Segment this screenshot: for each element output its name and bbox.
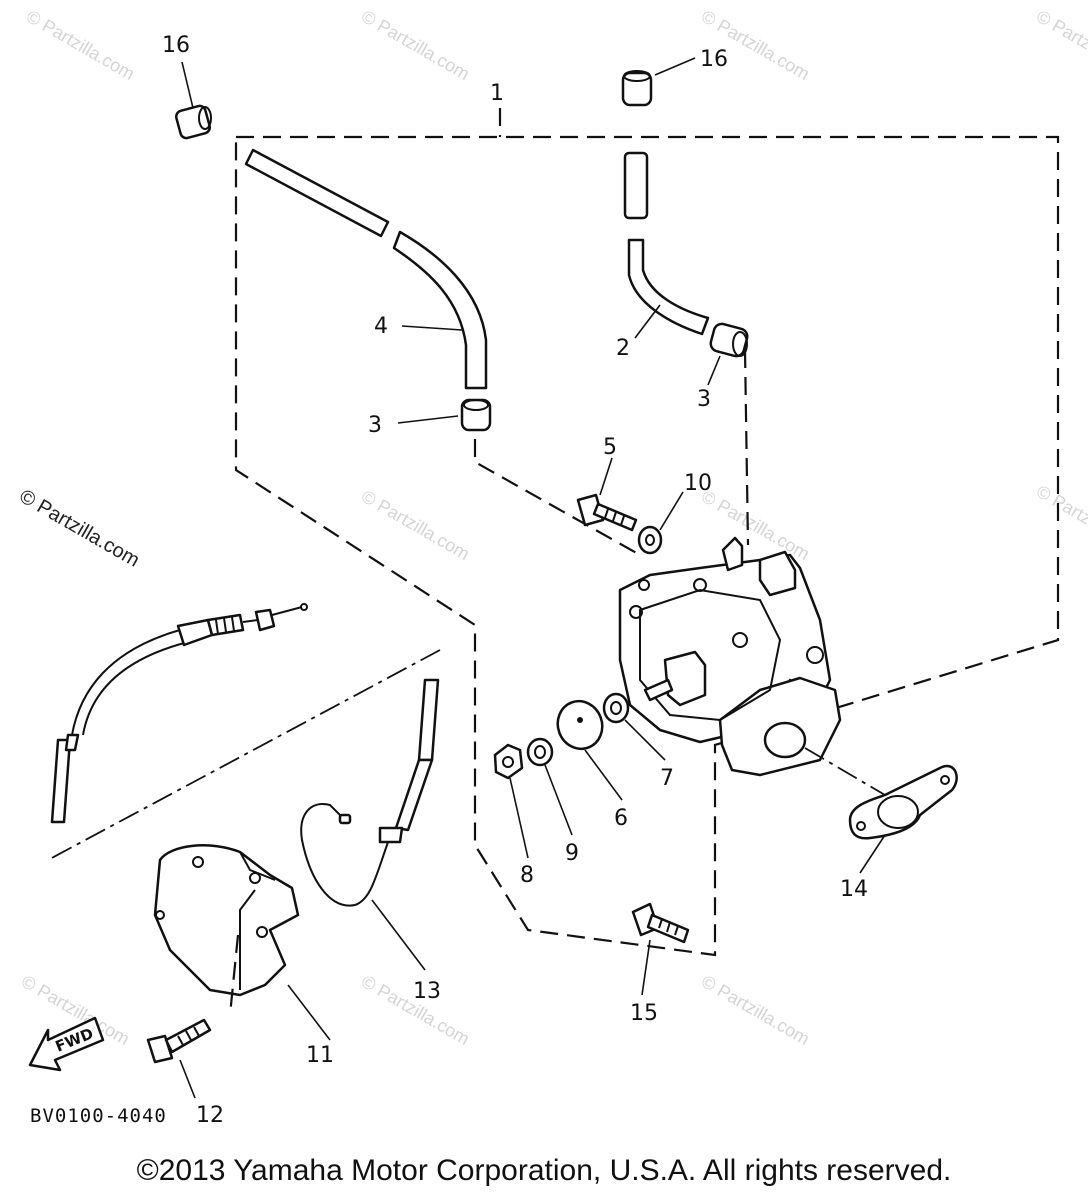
watermark: © Partzilla.com [698, 486, 813, 564]
forward-direction-arrow: FWD [28, 1016, 105, 1072]
lock-washer-9 [526, 737, 554, 767]
callout-2: 2 [616, 336, 630, 361]
cover-bolt-line [228, 934, 240, 1016]
watermark: © Partzilla.com [1033, 481, 1088, 559]
callout-4: 4 [374, 314, 388, 339]
clamp-3-right [709, 322, 749, 358]
hose-4 [244, 148, 488, 390]
callout-13: 13 [413, 979, 441, 1004]
watermark: © Partzilla.com [358, 486, 473, 564]
cable-13 [300, 678, 440, 907]
callout-16-right: 16 [700, 47, 728, 72]
callout-11: 11 [306, 1043, 334, 1068]
clamp-3-left [460, 398, 492, 432]
callout-leaders [179, 57, 886, 1099]
gasket-14 [848, 764, 958, 840]
cable-reference-line [47, 649, 441, 861]
washer-6 [556, 699, 604, 751]
washer-7 [602, 692, 630, 724]
watermark: © Partzilla.com [1033, 6, 1088, 84]
callout-14: 14 [840, 877, 868, 902]
bolt-12 [146, 1018, 212, 1064]
washer-10 [637, 525, 663, 555]
bolt-5 [576, 493, 638, 532]
callout-numbers: 1 2 3 3 4 5 6 7 8 9 10 11 12 13 14 15 16… [162, 33, 868, 1128]
callout-7: 7 [660, 766, 674, 791]
callout-1: 1 [490, 81, 504, 106]
callout-10: 10 [684, 471, 712, 496]
callout-3-left: 3 [368, 413, 382, 438]
throttle-cable [50, 603, 308, 824]
diagram-code: BV0100-4040 [30, 1105, 167, 1127]
callout-16-left: 16 [162, 33, 190, 58]
callout-8: 8 [520, 863, 534, 888]
copyright-notice: ©2013 Yamaha Motor Corporation, U.S.A. A… [136, 1154, 952, 1187]
watermark: © Partzilla.com [698, 971, 813, 1049]
clamp-16-left [174, 104, 212, 140]
side-watermark: © Partzilla.com [16, 485, 144, 571]
bolt-15 [631, 902, 690, 944]
callout-12: 12 [196, 1103, 224, 1128]
callout-5: 5 [603, 435, 617, 460]
callout-9: 9 [565, 841, 579, 866]
watermark: © Partzilla.com [358, 6, 473, 84]
pump-cover-11 [153, 844, 300, 997]
watermark: © Partzilla.com [698, 6, 813, 84]
hose-2 [623, 151, 710, 336]
clamp-16-right [621, 70, 653, 107]
nut-8 [493, 743, 524, 780]
callout-3-right: 3 [697, 387, 711, 412]
callout-6: 6 [614, 806, 628, 831]
gasket-alignment-line [804, 747, 886, 796]
callout-15: 15 [630, 1001, 658, 1026]
watermark: © Partzilla.com [23, 6, 138, 84]
oil-pump-body [618, 536, 842, 777]
